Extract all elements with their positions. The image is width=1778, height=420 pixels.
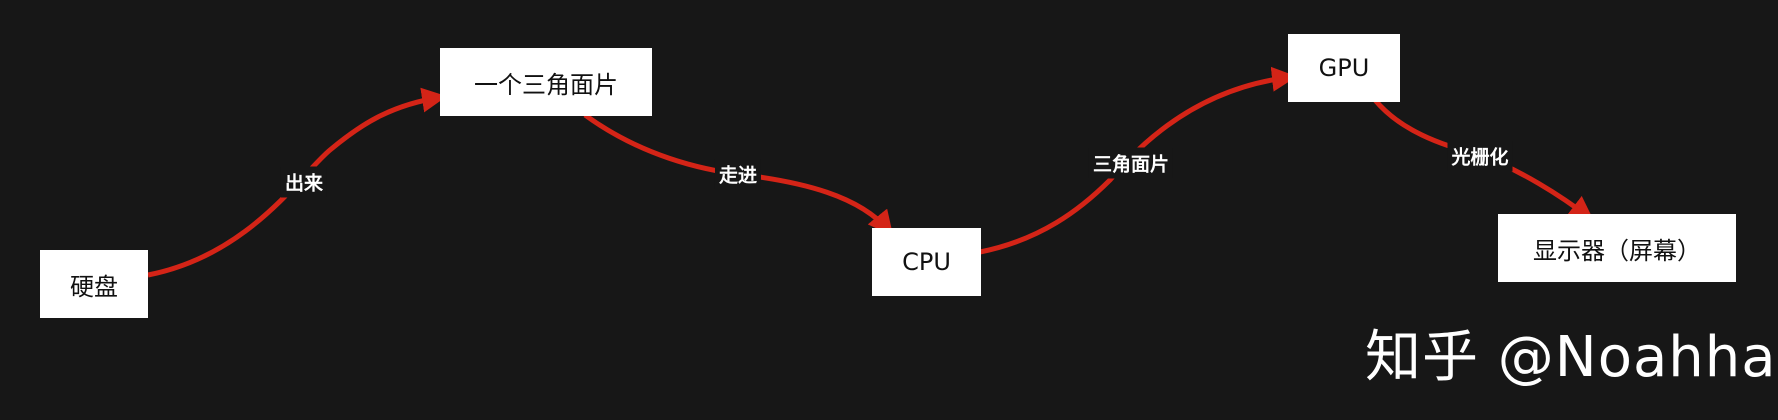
node-cpu: CPU	[872, 228, 981, 296]
node-disk: 硬盘	[40, 250, 148, 318]
node-display: 显示器（屏幕）	[1498, 214, 1736, 282]
edge-label-triangle-to-cpu: 走进	[714, 158, 762, 190]
arrow-disk-to-triangle	[147, 87, 447, 278]
edge-label-disk-to-triangle: 出来	[280, 166, 328, 198]
node-triangle: 一个三角面片	[440, 48, 652, 116]
arrow-cpu-to-gpu	[979, 66, 1297, 255]
node-gpu: GPU	[1288, 34, 1400, 102]
edge-label-gpu-to-display: 光栅化	[1447, 140, 1513, 172]
edge-label-cpu-to-gpu: 三角面片	[1088, 147, 1174, 179]
watermark: 知乎 @Noahha	[1365, 325, 1777, 390]
